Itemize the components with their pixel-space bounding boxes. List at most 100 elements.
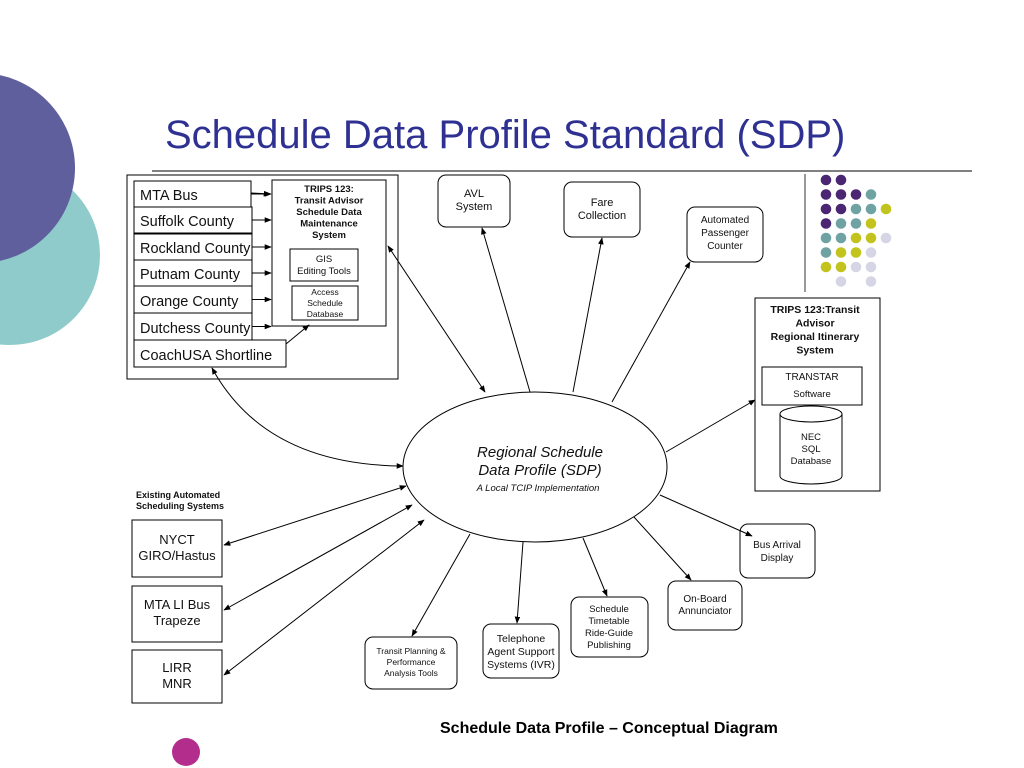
access-text-line: Schedule xyxy=(307,298,343,308)
decor-dot xyxy=(835,232,847,244)
agency-box xyxy=(133,233,253,261)
avl-text-line: AVL xyxy=(464,188,484,200)
database-cylinder-icon xyxy=(779,405,843,485)
trips-maint-title-line: Maintenance xyxy=(300,219,358,230)
agency-label: Dutchess County xyxy=(140,321,251,337)
decor-dot xyxy=(850,261,862,273)
planning-text-line: Performance xyxy=(387,657,436,667)
nyct-text-line: GIRO/Hastus xyxy=(138,548,216,563)
apc-text-line: Counter xyxy=(707,241,743,252)
decor-dot xyxy=(820,218,832,229)
timetable-text-line: Ride-Guide xyxy=(585,628,633,639)
mtali-box xyxy=(131,585,223,643)
decor-dot xyxy=(865,218,877,229)
decor-dot xyxy=(835,174,847,186)
decor-dot xyxy=(835,203,847,215)
decor-dot xyxy=(880,203,892,215)
access-text-line: Access xyxy=(311,287,338,297)
sdp-subtitle: A Local TCIP Implementation xyxy=(476,483,600,494)
decor-dot xyxy=(865,276,877,287)
access-text-line: Database xyxy=(307,309,344,319)
nyct-text-line: NYCT xyxy=(159,532,194,547)
decor-dot xyxy=(820,203,832,215)
decor-circle-purple xyxy=(0,75,75,261)
decor-dot xyxy=(835,218,847,229)
apc-box xyxy=(686,206,764,263)
annunciator-box xyxy=(667,580,743,631)
lirr-text-line: MNR xyxy=(162,676,192,691)
annunciator-text-line: Annunciator xyxy=(678,606,732,617)
gis-text-line: Editing Tools xyxy=(297,266,351,277)
ivr-text-line: Systems (IVR) xyxy=(487,659,555,671)
decor-dot xyxy=(865,261,877,273)
trips-maint-title-line: Schedule Data xyxy=(296,207,362,218)
ivr-box xyxy=(482,623,560,679)
agency-box xyxy=(133,312,253,341)
sdp-text-line: Data Profile (SDP) xyxy=(478,462,601,479)
connector-lines xyxy=(211,190,756,676)
agency-label: Suffolk County xyxy=(140,214,235,230)
avl-text-line: System xyxy=(456,201,493,213)
mtali-text-line: Trapeze xyxy=(153,613,200,628)
planning-text-line: Analysis Tools xyxy=(384,668,438,678)
decor-dot xyxy=(850,189,862,200)
agency-box xyxy=(133,259,253,287)
decor-dot xyxy=(880,232,892,244)
decor-dot xyxy=(820,261,832,273)
itin-title-line: System xyxy=(796,345,833,357)
fare-text-line: Fare xyxy=(591,197,614,209)
agency-label: MTA Bus xyxy=(140,188,198,204)
software-label: Software xyxy=(793,389,831,400)
access-db-box xyxy=(291,285,359,321)
agency-box xyxy=(133,285,253,314)
mtali-text-line: MTA LI Bus xyxy=(144,597,211,612)
apc-text-line: Automated xyxy=(701,215,749,226)
decor-dot xyxy=(850,247,862,258)
decor-dot xyxy=(820,247,832,258)
decor-dot xyxy=(820,174,832,186)
timetable-text-line: Timetable xyxy=(588,616,629,627)
decor-dot xyxy=(850,232,862,244)
agency-label: Orange County xyxy=(140,294,239,310)
decor-dot xyxy=(835,276,847,287)
planning-text-line: Transit Planning & xyxy=(376,646,445,656)
transtar-box xyxy=(761,366,863,406)
existing-heading-line: Existing Automated xyxy=(136,490,220,500)
existing-heading-line: Scheduling Systems xyxy=(136,501,224,511)
agency-label: Rockland County xyxy=(140,241,251,257)
db-text-line: SQL xyxy=(801,444,820,455)
fare-collection-box xyxy=(563,181,641,238)
decor-dot xyxy=(850,203,862,215)
decor-dot xyxy=(835,189,847,200)
diagram-caption: Schedule Data Profile – Conceptual Diagr… xyxy=(440,720,778,737)
itin-title-line: TRIPS 123:Transit xyxy=(770,304,860,316)
decor-dot xyxy=(865,247,877,258)
ivr-text-line: Telephone xyxy=(497,633,546,645)
gis-box xyxy=(289,248,359,282)
timetable-text-line: Schedule xyxy=(589,604,629,615)
decor-dot xyxy=(835,247,847,258)
avl-system-box xyxy=(437,174,511,228)
apc-text-line: Passenger xyxy=(701,228,749,239)
sdp-text-line: Regional Schedule xyxy=(477,444,603,461)
agency-label: Putnam County xyxy=(140,267,241,283)
itin-title-line: Regional Itinerary xyxy=(771,331,860,343)
fare-text-line: Collection xyxy=(578,210,626,222)
lirr-box xyxy=(131,649,223,704)
